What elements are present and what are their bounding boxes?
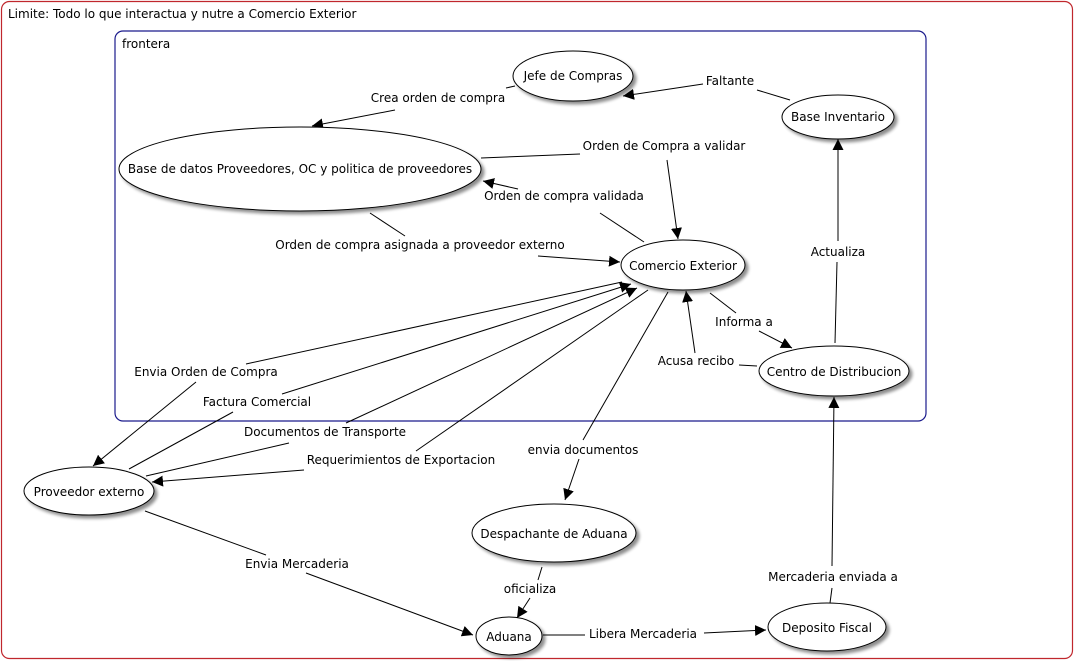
node-bd-shape xyxy=(118,126,482,212)
edge-libera-seg2 xyxy=(703,625,767,637)
edge-docs-seg1 xyxy=(145,442,290,477)
edge-faltante-seg1 xyxy=(756,89,791,101)
edge-label-oficializa: oficializa xyxy=(504,582,557,596)
edge-label-oc-validada: Orden de compra validada xyxy=(484,189,644,203)
edge-label-merc-enviada: Mercaderia enviada a xyxy=(768,570,898,584)
edge-label-oc-validar: Orden de Compra a validar xyxy=(583,139,746,153)
node-inventario-shape xyxy=(781,94,895,140)
node-despachante-label: Despachante de Aduana xyxy=(480,527,627,541)
edge-label-informa: Informa a xyxy=(715,315,773,329)
edge-oc-validar-seg2 xyxy=(666,159,682,240)
node-ce-label: Comercio Exterior xyxy=(629,259,737,273)
node-inventario[interactable]: Base Inventario xyxy=(781,94,895,140)
edge-envia-docs-seg1 xyxy=(582,291,669,441)
edge-label-oc-asignada: Orden de compra asignada a proveedor ext… xyxy=(275,238,564,252)
node-aduana-shape xyxy=(475,616,543,656)
edge-envia-oc-seg1 xyxy=(245,281,623,365)
edge-label-factura: Factura Comercial xyxy=(203,395,311,409)
edge-oc-validada-seg2 xyxy=(482,178,519,190)
edge-faltante-seg2 xyxy=(622,83,704,100)
node-ce-shape xyxy=(620,239,746,291)
edge-oficializa-seg2 xyxy=(516,597,531,619)
node-jefe-label: Jefe de Compras xyxy=(523,69,623,83)
edge-crea-oc-seg2 xyxy=(311,109,396,130)
edge-oficializa-seg1 xyxy=(537,566,543,581)
edge-docs-seg2 xyxy=(345,287,638,424)
edge-actualiza-seg1 xyxy=(834,261,838,344)
edge-req-seg2 xyxy=(151,469,305,487)
node-despachante[interactable]: Despachante de Aduana xyxy=(471,503,637,563)
edge-label-libera: Libera Mercaderia xyxy=(589,627,697,641)
node-proveedor-label: Proveedor externo xyxy=(34,485,145,499)
node-cd[interactable]: Centro de Distribucion xyxy=(758,345,910,397)
node-ce[interactable]: Comercio Exterior xyxy=(620,239,746,291)
node-cd-shape xyxy=(758,345,910,397)
edge-factura-seg1 xyxy=(128,411,234,470)
edge-oc-validar-seg1 xyxy=(480,153,581,159)
outer-boundary-label: Limite: Todo lo que interactua y nutre a… xyxy=(8,7,356,21)
node-cd-label: Centro de Distribucion xyxy=(767,365,902,379)
edge-informa-seg2 xyxy=(758,330,793,349)
edge-label-acusa: Acusa recibo xyxy=(658,354,735,368)
inner-boundary-label: frontera xyxy=(122,37,170,51)
edge-label-req: Requerimientos de Exportacion xyxy=(307,453,496,467)
edge-label-envia-oc: Envia Orden de Compra xyxy=(134,365,278,379)
node-aduana-label: Aduana xyxy=(486,630,532,644)
node-inventario-label: Base Inventario xyxy=(791,110,885,124)
node-deposito-shape xyxy=(767,602,887,652)
edge-labels: Faltante Crea orden de compra Orden de C… xyxy=(134,74,898,641)
edge-factura-seg2 xyxy=(281,282,632,395)
edge-crea-oc-seg1 xyxy=(505,85,516,89)
edge-merc-enviada-seg2 xyxy=(828,396,840,567)
edge-label-envia-docs: envia documentos xyxy=(528,443,639,457)
node-proveedor[interactable]: Proveedor externo xyxy=(23,466,155,516)
node-bd[interactable]: Base de datos Proveedores, OC y politica… xyxy=(118,126,482,212)
edge-acusa-seg1 xyxy=(738,364,758,367)
node-jefe-shape xyxy=(512,50,634,102)
edge-label-envia-merc: Envia Mercaderia xyxy=(245,557,349,571)
edge-acusa-seg2 xyxy=(682,290,696,354)
edge-req-seg1 xyxy=(415,289,649,452)
edge-informa-seg1 xyxy=(709,292,737,314)
node-deposito[interactable]: Deposito Fiscal xyxy=(767,602,887,652)
edge-oc-asignada-seg1 xyxy=(369,212,406,237)
edge-oc-validada-seg1 xyxy=(599,212,645,243)
node-jefe[interactable]: Jefe de Compras xyxy=(512,50,634,102)
edge-envia-merc-seg2 xyxy=(305,572,474,637)
node-bd-label: Base de datos Proveedores, OC y politica… xyxy=(128,162,472,176)
edge-merc-enviada-seg1 xyxy=(829,587,833,604)
edge-label-actualiza: Actualiza xyxy=(811,245,866,259)
edge-envia-oc-seg2 xyxy=(92,381,197,467)
node-aduana[interactable]: Aduana xyxy=(475,616,543,656)
edges xyxy=(92,83,844,637)
edge-label-docs: Documentos de Transporte xyxy=(244,425,406,439)
inner-boundary xyxy=(114,30,927,422)
edge-label-faltante: Faltante xyxy=(706,74,754,88)
edge-label-crea-oc: Crea orden de compra xyxy=(371,91,505,105)
node-despachante-shape xyxy=(471,503,637,563)
node-proveedor-shape xyxy=(23,466,155,516)
edge-oc-asignada-seg2 xyxy=(537,255,621,267)
edge-envia-docs-seg2 xyxy=(563,458,580,501)
edge-envia-merc-seg1 xyxy=(144,510,267,556)
node-deposito-label: Deposito Fiscal xyxy=(782,621,872,635)
